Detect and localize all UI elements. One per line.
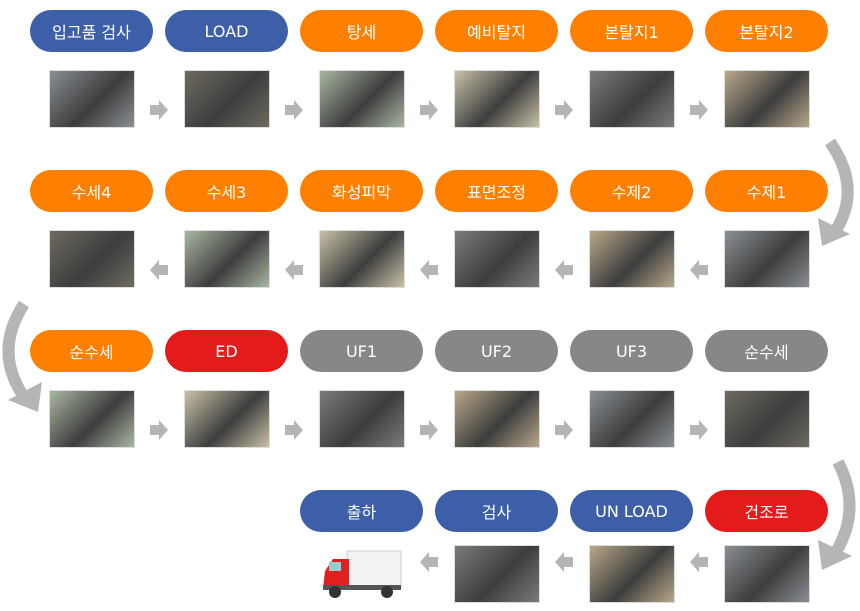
step-pill: 표면조정 [435,170,558,212]
step-pill: 화성피막 [300,170,423,212]
arrow-right-icon [285,100,303,120]
step-photo [49,230,135,288]
step-photo [454,230,540,288]
step-pill: 본탈지2 [705,10,828,52]
arrow-left-icon [420,260,438,280]
arrow-left-icon [555,260,573,280]
arrow-right-icon [150,420,168,440]
step-pill: ED [165,330,288,372]
arrow-right-icon [555,420,573,440]
step-pill: 출하 [300,490,423,532]
step-pill: 건조로 [705,490,828,532]
step-pill: 입고품 검사 [30,10,153,52]
step-photo [454,70,540,128]
arrow-left-icon [555,552,573,572]
step-photo [49,390,135,448]
arrow-right-icon [420,100,438,120]
arrow-right-icon [285,420,303,440]
step-photo [319,230,405,288]
step-pill: UN LOAD [570,490,693,532]
step-photo [589,390,675,448]
arrow-right-icon [420,420,438,440]
truck-image [319,545,405,603]
step-photo [319,390,405,448]
step-pill: UF3 [570,330,693,372]
step-photo [184,390,270,448]
step-photo [589,545,675,603]
curved-arrow-right-1 [818,138,854,246]
arrow-right-icon [690,100,708,120]
step-photo [724,390,810,448]
step-pill: 수제1 [705,170,828,212]
step-pill: 검사 [435,490,558,532]
step-pill: 탕세 [300,10,423,52]
step-pill: 본탈지1 [570,10,693,52]
step-photo [454,390,540,448]
arrow-right-icon [150,100,168,120]
arrow-right-icon [690,420,708,440]
step-pill: LOAD [165,10,288,52]
arrow-left-icon [285,260,303,280]
arrow-left-icon [690,552,708,572]
step-photo [319,70,405,128]
step-pill: 예비탈지 [435,10,558,52]
step-pill: 수제2 [570,170,693,212]
arrow-right-icon [555,100,573,120]
step-pill: 수세3 [165,170,288,212]
step-pill: 순수세 [705,330,828,372]
step-photo [724,545,810,603]
step-photo [724,70,810,128]
step-photo [49,70,135,128]
step-pill: 수세4 [30,170,153,212]
arrow-left-icon [420,552,438,572]
step-photo [184,230,270,288]
step-photo [589,230,675,288]
step-photo [184,70,270,128]
curved-arrow-right-2 [818,459,856,570]
step-pill: 순수세 [30,330,153,372]
curved-arrow-left [2,300,42,412]
arrow-left-icon [690,260,708,280]
step-photo [454,545,540,603]
step-pill: UF1 [300,330,423,372]
step-photo [724,230,810,288]
step-photo [589,70,675,128]
arrow-left-icon [150,260,168,280]
step-pill: UF2 [435,330,558,372]
